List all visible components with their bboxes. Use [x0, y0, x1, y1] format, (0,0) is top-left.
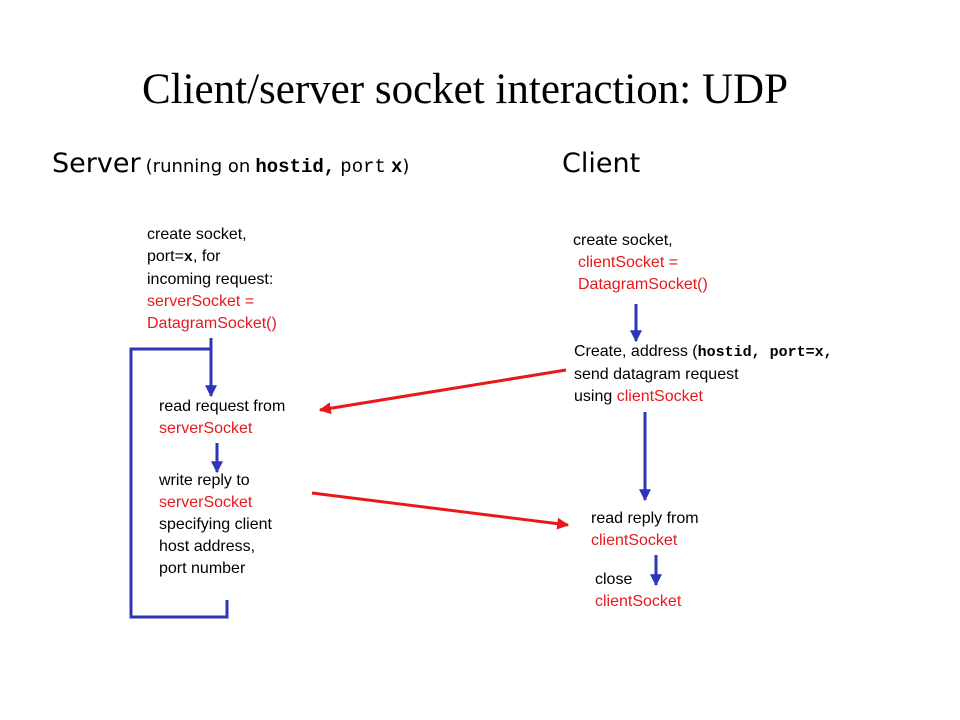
client-send-line3: using clientSocket — [574, 388, 703, 405]
client-label: Client — [562, 148, 641, 179]
server-heading: Server (running on hostid, port x) — [52, 146, 409, 182]
client-socket-code2: DatagramSocket() — [578, 276, 708, 293]
server-write-code1: serverSocket — [159, 494, 253, 511]
server-read-code1: serverSocket — [159, 420, 253, 437]
server-read-request-box: read request from serverSocket — [159, 396, 285, 440]
server-socket-code1: serverSocket = — [147, 293, 255, 310]
paren-close: ) — [402, 156, 410, 177]
client-close-line1: close — [595, 571, 633, 588]
client-read-code1: clientSocket — [591, 532, 678, 549]
client-create-line1: create socket, — [573, 232, 673, 249]
client-send-line2: send datagram request — [574, 366, 739, 383]
server-label: Server — [52, 148, 141, 179]
client-close-box: close clientSocket — [595, 569, 681, 613]
client-heading: Client — [562, 146, 640, 182]
server-read-line1: read request from — [159, 398, 286, 415]
client-send-box: Create, address (hostid, port=x, send da… — [574, 341, 833, 408]
client-socket-code1: clientSocket = — [578, 254, 679, 271]
hostid-text: hostid, — [255, 156, 336, 178]
client-create-socket-box: create socket, clientSocket = DatagramSo… — [573, 230, 708, 296]
server-create-socket-box: create socket, port=x, for incoming requ… — [147, 224, 277, 335]
server-socket-code2: DatagramSocket() — [147, 315, 277, 332]
server-write-line4: port number — [159, 560, 246, 577]
client-close-code1: clientSocket — [595, 593, 682, 610]
server-loop-line — [129, 347, 229, 619]
paren-open: ( — [145, 156, 153, 177]
reply-message-arrow — [311, 491, 570, 530]
server-write-line1: write reply to — [159, 472, 250, 489]
slide-title: Client/server socket interaction: UDP — [141, 66, 789, 113]
request-message-arrow — [318, 368, 567, 415]
server-write-line3: host address, — [159, 538, 256, 555]
server-create-line3: incoming request: — [147, 271, 274, 288]
server-create-line2: port=x, for — [147, 248, 221, 266]
server-write-reply-box: write reply to serverSocket specifying c… — [159, 470, 272, 580]
client-send-line1: Create, address (hostid, port=x, — [574, 343, 833, 361]
client-read-reply-box: read reply from clientSocket — [591, 508, 699, 552]
port-word: port — [340, 156, 386, 178]
server-create-line1: create socket, — [147, 226, 247, 243]
running-on-text: running on — [152, 156, 251, 177]
port-var: x — [391, 156, 403, 178]
client-read-line1: read reply from — [591, 510, 699, 527]
server-write-line2: specifying client — [159, 516, 272, 533]
